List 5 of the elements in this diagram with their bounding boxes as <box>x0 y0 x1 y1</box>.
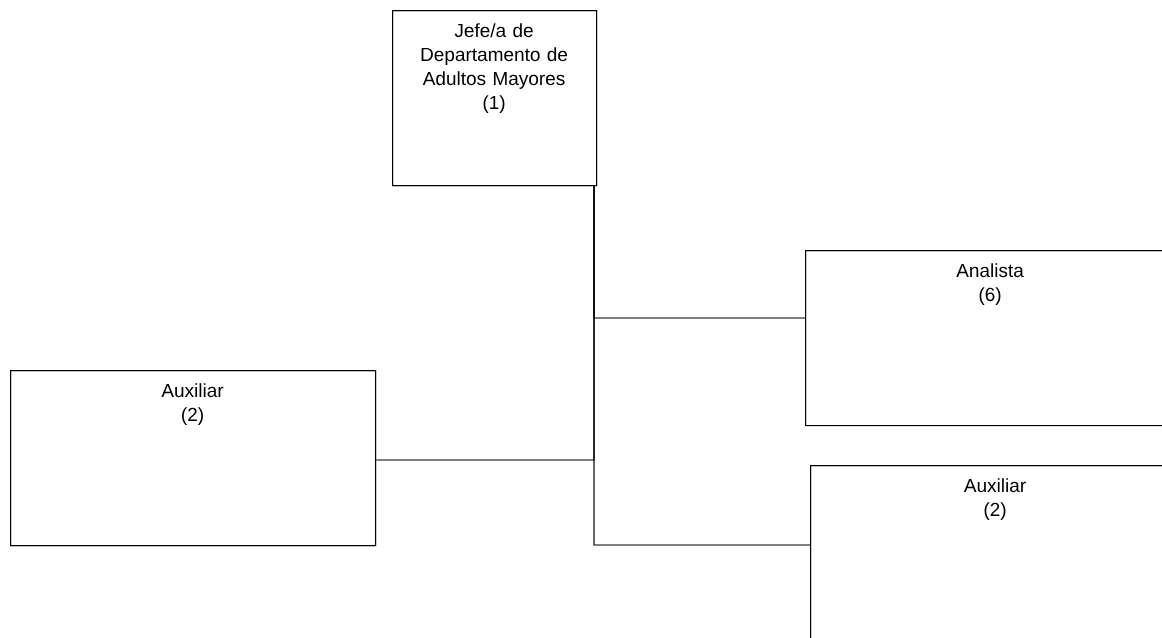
position-box: Auxiliar (2) <box>810 465 1162 638</box>
position-box: Analista (6) <box>805 250 1162 427</box>
position-box: Auxiliar (2) <box>10 370 377 547</box>
position-box: Jefe/a de Departamento de Adultos Mayores (1) <box>392 10 598 187</box>
connector-line <box>593 185 811 546</box>
